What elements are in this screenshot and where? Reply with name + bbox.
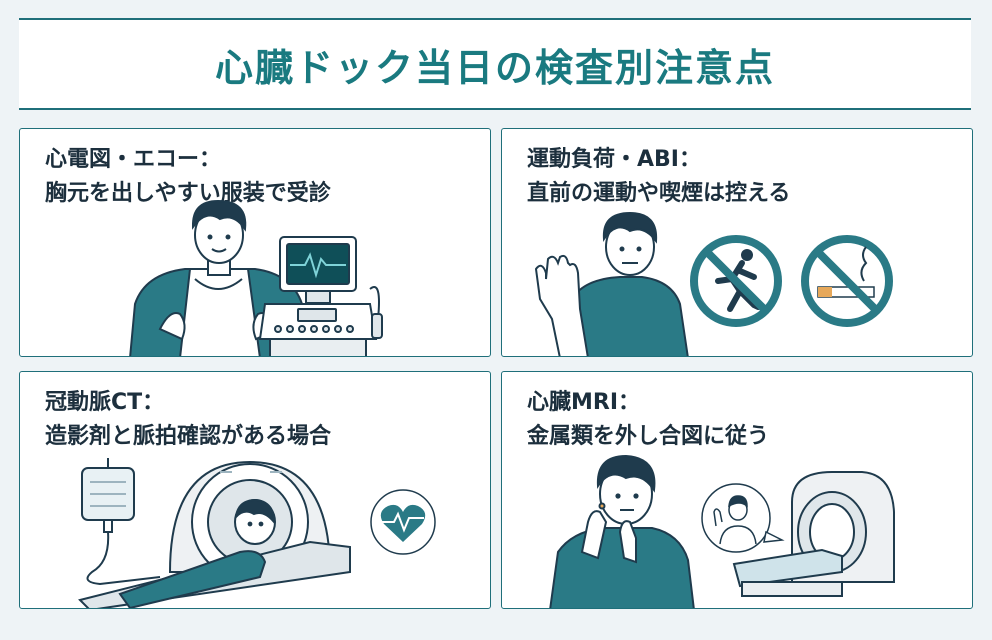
title-banner: 心臓ドック当日の検査別注意点 [19,18,971,110]
card-heading: 冠動脈CT： 造影剤と脈拍確認がある場合 [45,386,331,454]
person-removing-earring [549,454,695,608]
no-running-icon [690,235,782,327]
card-label: 運動負荷・ABI： [527,147,701,172]
card-note: 胸元を出しやすい服装で受診 [45,181,331,206]
card-ecg-echo: 心電図・エコー： 胸元を出しやすい服装で受診 [19,128,491,357]
iv-drip [81,458,161,586]
abi-illustration [534,211,893,356]
card-heading: 心臓MRI： 金属類を外し合図に従う [527,386,769,454]
card-cardiac-mri: 心臓MRI： 金属類を外し合図に従う [501,371,973,609]
card-label: 冠動脈CT： [45,390,165,415]
card-heading: 心電図・エコー： 胸元を出しやすい服装で受診 [45,143,331,211]
person-stop-gesture [534,211,689,356]
page-title: 心臓ドック当日の検査別注意点 [214,45,775,90]
card-note: 造影剤と脈拍確認がある場合 [45,424,332,449]
mri-scanner [732,471,895,597]
card-coronary-ct: 冠動脈CT： 造影剤と脈拍確認がある場合 [19,371,491,609]
card-exercise-abi: 運動負荷・ABI： 直前の運動や喫煙は控える [501,128,973,357]
card-label: 心電図・エコー： [45,147,222,172]
card-label: 心臓MRI： [527,390,641,415]
ct-illustration [78,458,436,608]
heart-pulse-icon [370,489,436,555]
card-note: 金属類を外し合図に従う [527,424,770,449]
card-note: 直前の運動や喫煙は控える [527,181,791,206]
person-opening-shirt [129,199,308,356]
ct-scanner [78,460,351,608]
no-smoking-icon [801,235,893,327]
ecg-illustration [129,199,383,356]
ecg-machine [258,236,383,356]
card-heading: 運動負荷・ABI： 直前の運動や喫煙は控える [527,143,790,211]
mri-illustration [549,454,895,608]
speech-bubble-icon [701,483,785,553]
